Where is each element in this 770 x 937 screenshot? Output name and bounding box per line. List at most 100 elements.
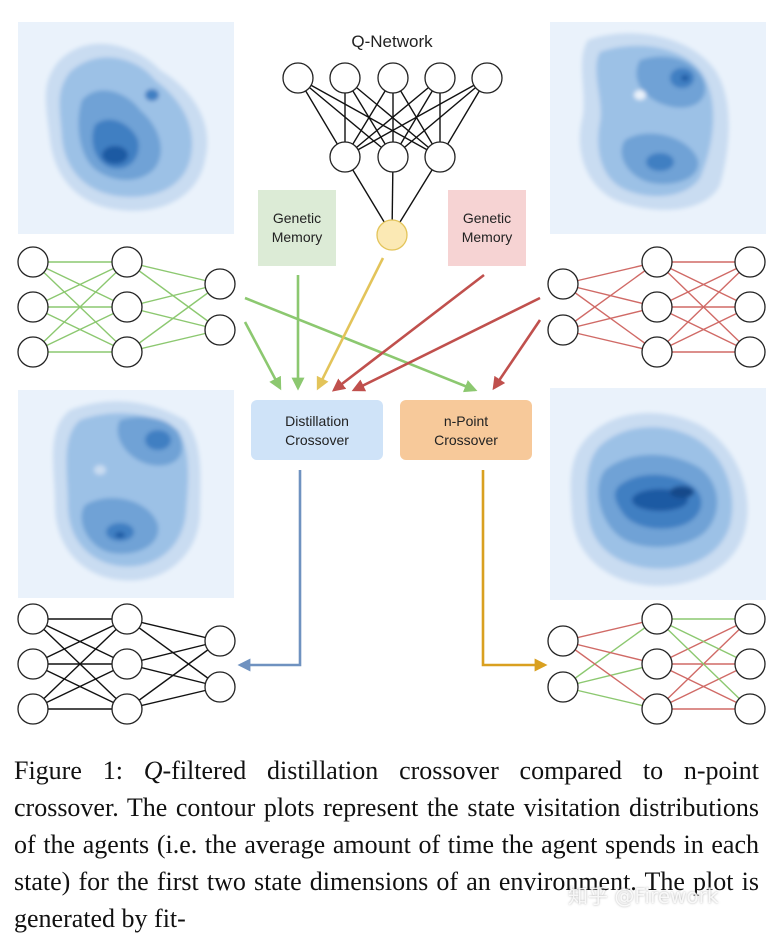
network-edge (126, 640, 221, 710)
genetic-memory-right-line1: Genetic (463, 210, 511, 226)
contour-plot-bottom-right (550, 388, 766, 600)
watermark: 知乎 @Firework (568, 884, 719, 908)
network-node (547, 671, 579, 703)
network-node (111, 648, 143, 680)
network-edge (32, 306, 128, 353)
network-node (734, 336, 766, 368)
network-node (17, 336, 49, 368)
caption-prefix: Figure 1: (14, 756, 144, 785)
q-hidden-node (377, 141, 409, 173)
network-edge (656, 261, 751, 353)
network-node (734, 603, 766, 635)
arrow-orange-n-point-to-child (481, 470, 548, 672)
network-node (734, 693, 766, 725)
network-node (111, 693, 143, 725)
network-node (111, 246, 143, 278)
network-node (734, 648, 766, 680)
network-node (17, 648, 49, 680)
network-node (17, 603, 49, 635)
q-input-node (329, 62, 361, 94)
network-node (204, 268, 236, 300)
network-edge (562, 640, 658, 710)
network-node (111, 291, 143, 323)
network-node (111, 603, 143, 635)
network-node (641, 648, 673, 680)
network-edge (126, 283, 221, 308)
child-network-n-point (547, 603, 766, 725)
network-edge (32, 261, 128, 308)
network-edge (126, 640, 221, 665)
contour-plot-top-right (550, 22, 766, 234)
child-network-distillation (17, 603, 236, 725)
network-node (734, 291, 766, 323)
q-output-node (376, 219, 408, 251)
network-edge (32, 663, 128, 710)
contour-plot-top-left (18, 22, 234, 234)
network-node (204, 625, 236, 657)
caption-q-symbol: Q (143, 756, 163, 785)
network-edge (562, 283, 658, 308)
network-edge (656, 618, 751, 710)
network-node (17, 291, 49, 323)
network-node (547, 268, 579, 300)
contour-plot-bottom-left (18, 390, 234, 598)
network-edge (656, 618, 751, 665)
network-node (204, 671, 236, 703)
network-edge (126, 686, 221, 710)
q-input-node (282, 62, 314, 94)
network-node (17, 246, 49, 278)
network-node (111, 336, 143, 368)
network-edge (32, 618, 128, 665)
network-edge (562, 686, 658, 710)
parent-network-right (547, 246, 766, 368)
network-node (641, 693, 673, 725)
q-input-node (377, 62, 409, 94)
network-edge (32, 261, 128, 353)
network-edge (126, 261, 221, 285)
genetic-memory-left-line2: Memory (272, 229, 323, 245)
genetic-memory-right-line2: Memory (462, 229, 513, 245)
arrow-blue-distillation-to-child (237, 470, 302, 672)
network-edge (562, 640, 658, 665)
network-node (641, 603, 673, 635)
q-network: Q-Network (282, 32, 503, 251)
q-input-node (471, 62, 503, 94)
network-edge (562, 283, 658, 353)
arrow-red-right-to-n-point (492, 319, 542, 391)
distillation-crossover-line1: Distillation (285, 413, 349, 429)
network-node (641, 246, 673, 278)
network-node (641, 336, 673, 368)
network-edge (126, 329, 221, 353)
genetic-memory-left-line1: Genetic (273, 210, 321, 226)
n-point-crossover-line2: Crossover (434, 432, 498, 448)
arrow-green-left-to-n-point (244, 296, 478, 393)
network-edge (126, 618, 221, 642)
flow-arrows (237, 257, 548, 672)
arrow-yellow-q-to-distillation (316, 257, 385, 391)
caption-text: -filtered distillation crossover compare… (14, 756, 759, 933)
network-edge (562, 329, 658, 353)
network-edge (126, 283, 221, 353)
q-hidden-node (329, 141, 361, 173)
arrow-green-left-to-distillation (243, 321, 282, 391)
network-edge (656, 261, 751, 308)
network-node (204, 314, 236, 346)
arrow-red-memory-to-distillation (331, 273, 485, 392)
arrow-red-right-to-distillation (351, 296, 541, 392)
network-edge (32, 618, 128, 710)
network-node (547, 314, 579, 346)
network-edge (562, 261, 658, 285)
q-hidden-node (424, 141, 456, 173)
q-network-nodes (282, 62, 503, 173)
network-node (641, 291, 673, 323)
distillation-crossover-line2: Crossover (285, 432, 349, 448)
figure-caption: Figure 1: Q-filtered distillation crosso… (14, 752, 759, 937)
